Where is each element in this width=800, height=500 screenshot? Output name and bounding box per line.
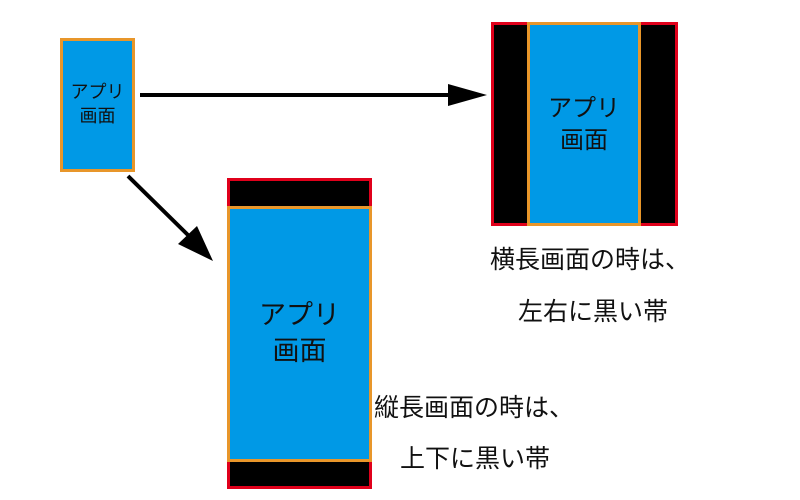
portrait-app-screen: アプリ 画面 [227, 206, 372, 462]
landscape-caption-line1: 横長画面の時は、 [490, 245, 691, 274]
landscape-app-screen: アプリ 画面 [527, 22, 641, 226]
landscape-app-label-line1: アプリ [548, 93, 620, 122]
original-app-screen: アプリ 画面 [60, 38, 135, 172]
portrait-app-label-line2: 画面 [272, 336, 327, 367]
original-app-label-line1: アプリ [70, 81, 125, 103]
landscape-caption-line2: 左右に黒い帯 [518, 297, 669, 326]
arrow-to-landscape [140, 84, 487, 106]
portrait-caption-line2: 上下に黒い帯 [400, 444, 551, 473]
arrow-to-portrait [126, 174, 213, 261]
original-app-label-line2: 画面 [79, 106, 116, 127]
portrait-caption-line1: 縦長画面の時は、 [374, 393, 575, 422]
portrait-app-label-line1: アプリ [259, 299, 340, 331]
landscape-app-label-line2: 画面 [560, 126, 608, 154]
